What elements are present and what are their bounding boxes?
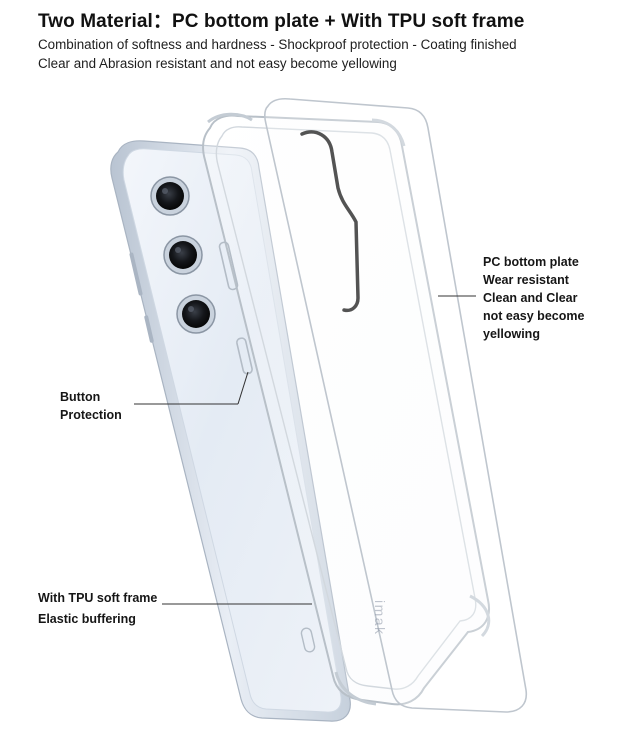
pc-plate-callout: PC bottom plate Wear resistant Clean and… <box>483 253 584 343</box>
callout-line: With TPU soft frame <box>38 591 158 605</box>
camera-lens-icon <box>176 294 216 334</box>
camera-module <box>150 176 216 334</box>
callout-line: not easy become <box>483 309 585 323</box>
button-protection-callout: Button Protection <box>60 388 122 424</box>
camera-lens-icon <box>163 235 203 275</box>
callout-line: PC bottom plate <box>483 255 579 269</box>
feature-summary-line: Combination of softness and hardness - S… <box>38 37 517 52</box>
feature-summary-line-2: Clear and Abrasion resistant and not eas… <box>38 56 397 71</box>
callout-line: Wear resistant <box>483 273 569 287</box>
callout-line: yellowing <box>483 327 540 341</box>
tpu-frame-callout: With TPU soft frame Elastic buffering <box>38 588 157 630</box>
clear-case <box>201 112 491 706</box>
camera-lens-icon <box>150 176 190 216</box>
page-title: Two Material：PC bottom plate + With TPU … <box>38 11 525 32</box>
pc-back-plate <box>263 97 528 713</box>
brand-logo-text: imak <box>372 600 388 636</box>
callout-line: Elastic buffering <box>38 612 136 626</box>
callout-leader-lines <box>134 295 476 605</box>
callout-line: Button <box>60 390 101 404</box>
callout-line: Protection <box>60 408 122 422</box>
callout-line: Clean and Clear <box>483 291 578 305</box>
phone-body <box>110 140 351 722</box>
